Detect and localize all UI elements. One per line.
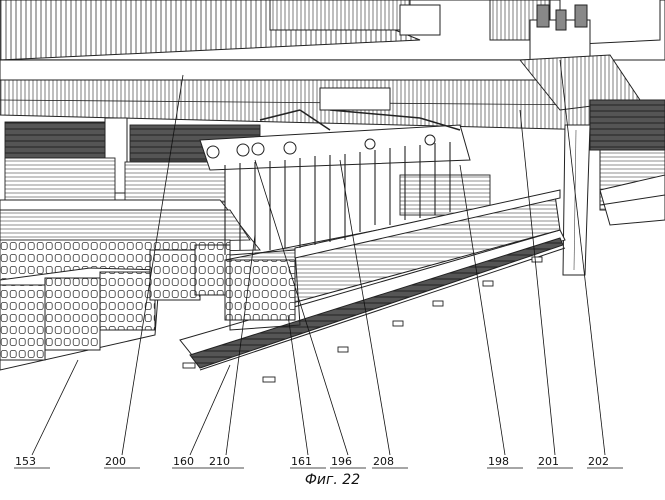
callout-198: 198 bbox=[487, 455, 523, 468]
svg-text:160: 160 bbox=[173, 455, 194, 468]
callout-208: 208 bbox=[372, 455, 408, 468]
svg-text:210: 210 bbox=[209, 455, 230, 468]
overhead-beam bbox=[0, 60, 600, 130]
svg-text:198: 198 bbox=[488, 455, 509, 468]
svg-text:208: 208 bbox=[373, 455, 394, 468]
svg-text:161: 161 bbox=[291, 455, 312, 468]
callout-200: 200 bbox=[104, 455, 140, 468]
svg-text:196: 196 bbox=[331, 455, 352, 468]
svg-text:202: 202 bbox=[588, 455, 609, 468]
callout-160: 160 bbox=[172, 455, 208, 468]
svg-text:153: 153 bbox=[15, 455, 36, 468]
callout-153: 153 bbox=[14, 455, 50, 468]
callout-202: 202 bbox=[587, 455, 623, 468]
callout-196: 196 bbox=[330, 455, 366, 468]
svg-text:201: 201 bbox=[538, 455, 559, 468]
callout-201: 201 bbox=[537, 455, 573, 468]
callout-210: 210 bbox=[208, 455, 244, 468]
callout-161: 161 bbox=[290, 455, 326, 468]
figure-caption: Фиг. 22 bbox=[0, 472, 665, 488]
svg-text:200: 200 bbox=[105, 455, 126, 468]
callout-labels: 153 200 160 210 161 196 208 198 bbox=[14, 455, 623, 468]
